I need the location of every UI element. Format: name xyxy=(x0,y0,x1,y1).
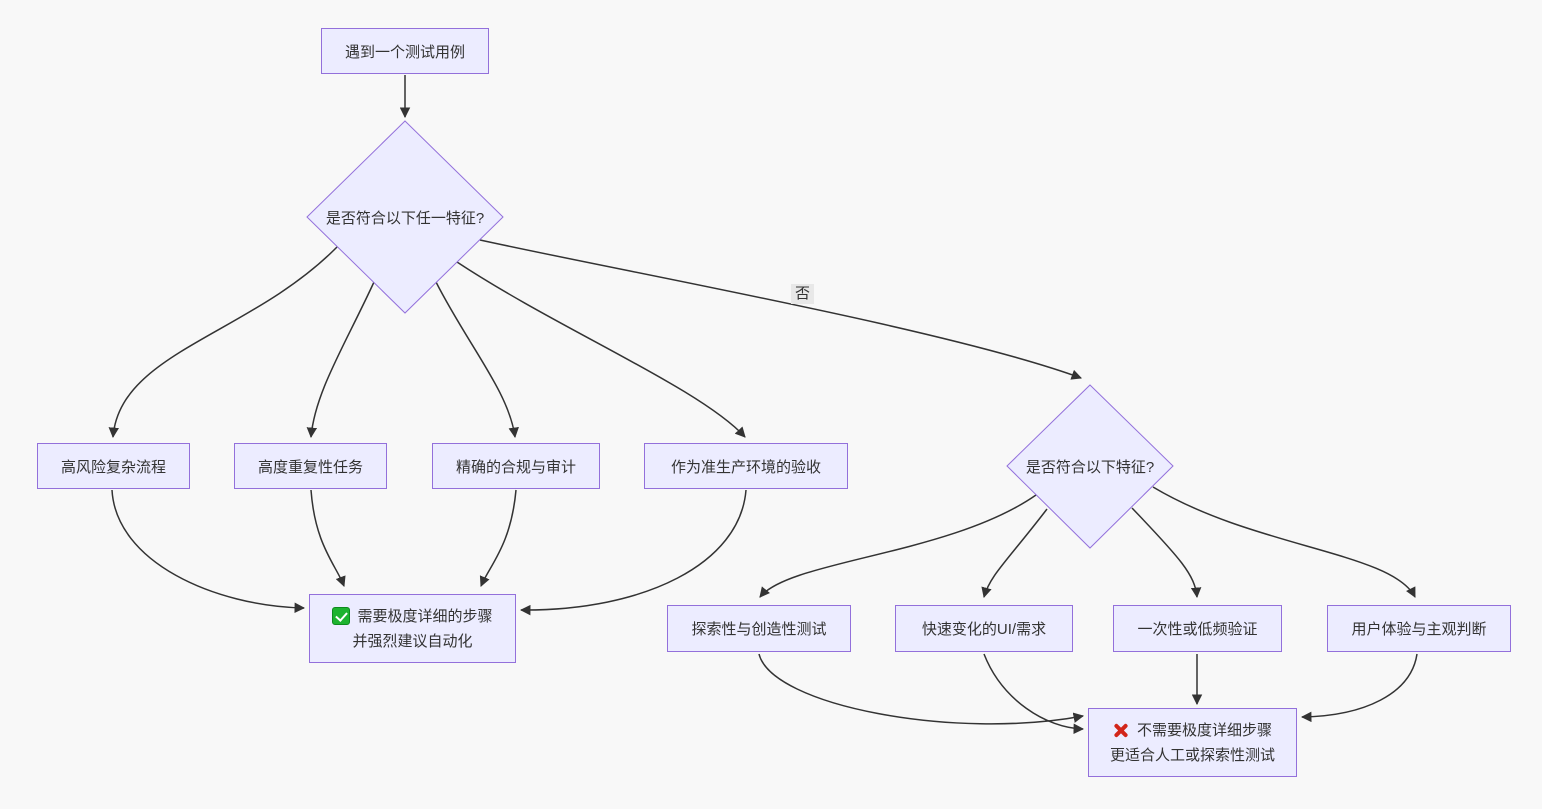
node-high-risk: 高风险复杂流程 xyxy=(37,443,190,489)
node-no-detailed-line2: 更适合人工或探索性测试 xyxy=(1109,746,1275,764)
node-high-risk-label: 高风险复杂流程 xyxy=(60,458,166,476)
node-no-detailed-line1: 不需要极度详细步骤 xyxy=(1136,721,1272,739)
node-staging-acceptance: 作为准生产环境的验收 xyxy=(644,443,848,489)
decision-any-diamond xyxy=(306,120,504,314)
node-changing-ui: 快速变化的UI/需求 xyxy=(895,605,1073,652)
edge-compliance-to-need-detailed xyxy=(479,489,517,587)
node-start-label: 遇到一个测试用例 xyxy=(344,43,465,61)
node-need-detailed: 需要极度详细的步骤 并强烈建议自动化 xyxy=(309,594,516,663)
node-one-off: 一次性或低频验证 xyxy=(1113,605,1282,652)
edge-ux-to-no-detailed xyxy=(1300,653,1418,723)
edge-staging-to-need-detailed xyxy=(519,489,747,616)
node-one-off-label: 一次性或低频验证 xyxy=(1137,621,1258,638)
decision-these-diamond xyxy=(1006,384,1174,549)
node-exploratory: 探索性与创造性测试 xyxy=(667,605,851,652)
node-staging-acceptance-label: 作为准生产环境的验收 xyxy=(670,458,821,476)
edge-high-risk-to-need-detailed xyxy=(111,489,306,614)
check-icon xyxy=(332,607,351,625)
decision-any-label: 是否符合以下任一特征? xyxy=(325,210,485,227)
node-need-detailed-line1: 需要极度详细的步骤 xyxy=(357,607,493,625)
edge-decision-these-to-changing-ui xyxy=(981,508,1048,599)
node-need-detailed-line2: 并强烈建议自动化 xyxy=(352,632,473,650)
node-compliance-label: 精确的合规与审计 xyxy=(455,458,576,476)
edge-decision-these-to-one-off xyxy=(1131,507,1202,599)
edge-decision-these-to-ux xyxy=(1152,486,1416,598)
edge-decision-any-to-repetitive xyxy=(306,281,375,439)
edge-decision-these-to-exploratory xyxy=(759,494,1037,598)
node-repetitive-label: 高度重复性任务 xyxy=(257,458,363,476)
edge-decision-any-to-compliance xyxy=(435,281,519,439)
node-changing-ui-label: 快速变化的UI/需求 xyxy=(921,621,1047,638)
node-no-detailed: 不需要极度详细步骤 更适合人工或探索性测试 xyxy=(1088,708,1297,777)
node-compliance: 精确的合规与审计 xyxy=(432,443,600,489)
edge-decision-any-no-to-decision-these xyxy=(479,239,1082,380)
edge-repetitive-to-need-detailed xyxy=(310,489,346,587)
node-repetitive: 高度重复性任务 xyxy=(234,443,387,489)
node-exploratory-label: 探索性与创造性测试 xyxy=(691,621,827,638)
edge-decision-any-to-staging xyxy=(456,261,746,438)
edge-changing-ui-to-no-detailed xyxy=(983,653,1085,734)
edge-decision-any-to-high-risk xyxy=(108,246,338,439)
node-ux-subjective-label: 用户体验与主观判断 xyxy=(1351,621,1487,638)
cross-icon xyxy=(1113,722,1130,739)
edge-label-no: 否 xyxy=(791,284,815,304)
node-ux-subjective: 用户体验与主观判断 xyxy=(1327,605,1511,652)
decision-these-label: 是否符合以下特征? xyxy=(1025,459,1155,476)
node-start: 遇到一个测试用例 xyxy=(321,28,489,74)
edge-exploratory-to-no-detailed xyxy=(758,653,1085,725)
